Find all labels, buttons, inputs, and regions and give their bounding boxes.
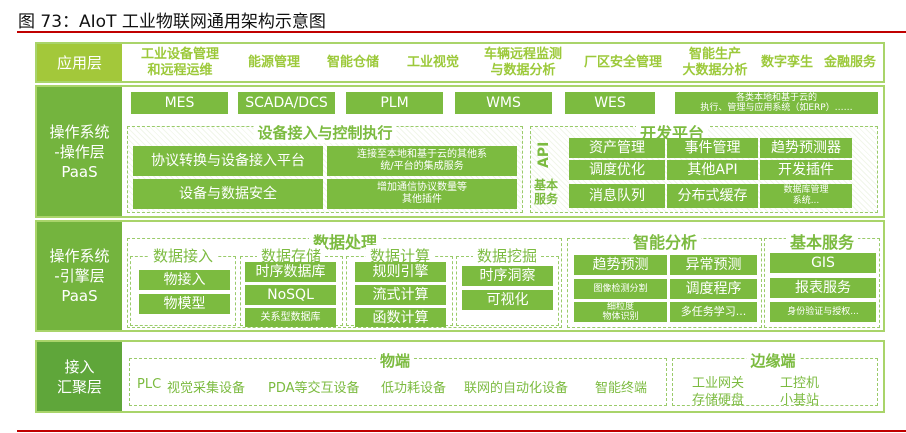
ai-box: 图像检测分割: [574, 279, 667, 299]
panel-heading: 边缘端: [746, 350, 800, 371]
thing-item: 视觉采集设备: [167, 381, 246, 396]
system-box: WMS: [455, 92, 552, 114]
api-box: 调度优化: [569, 160, 665, 180]
figure-title: 图 73：AIoT 工业物联网通用架构示意图: [18, 12, 326, 32]
group-heading: 数据挖掘: [472, 245, 542, 266]
data-box: 规则引擎: [355, 262, 446, 282]
ai-box: 调度程序: [670, 279, 757, 299]
edge-item: 工控机: [780, 376, 820, 391]
app-layer: 应用层 工业设备管理 和远程运维 能源管理 智能仓储 工业视觉 车辆远程监测 与…: [35, 42, 885, 83]
panel-heading: 智能分析: [628, 229, 702, 253]
system-box: 各类本地和基于云的 执行、管理与应用系统（如ERP）……: [675, 92, 878, 114]
group-heading: 数据接入: [148, 245, 218, 266]
api-box: 趋势预测器: [760, 138, 852, 158]
panel-heading: 设备接入与控制执行: [253, 122, 397, 143]
data-box: 时序数据库: [245, 262, 336, 282]
edge-item: 存储硬盘: [692, 393, 745, 408]
device-box: 连接至本地和基于云的其他系 统/平台的集成服务: [327, 146, 517, 176]
app-item: 数字孪生: [760, 54, 813, 70]
api-box: 资产管理: [569, 138, 665, 158]
system-box: SCADA/DCS: [238, 92, 335, 114]
data-box: 时序洞察: [462, 266, 553, 286]
data-box: 可视化: [462, 290, 553, 310]
ai-box: 细粒度 物体识别: [574, 302, 667, 322]
data-box: 物接入: [139, 270, 230, 290]
ai-box: 多任务学习...: [670, 302, 757, 322]
edge-item: 工业网关: [692, 376, 745, 391]
basic-service-label: 基本 服务: [534, 178, 559, 206]
panel-heading: 基本服务: [785, 229, 859, 253]
data-box: NoSQL: [245, 285, 336, 305]
edge-item: 小基站: [780, 393, 820, 408]
ai-box: 趋势预测: [574, 255, 667, 275]
ai-box: 异常预测: [670, 255, 757, 275]
thing-item: 联网的自动化设备: [464, 381, 569, 396]
basic-box: 报表服务: [770, 278, 876, 298]
thing-item: PDA等交互设备: [268, 381, 360, 396]
api-label: API: [536, 141, 552, 168]
panel-heading: 物端: [375, 350, 415, 371]
basic-box: GIS: [770, 253, 876, 273]
thing-item: PLC: [137, 377, 162, 392]
bottom-divider: [17, 430, 906, 432]
api-box: 事件管理: [667, 138, 758, 158]
data-box: 关系型数据库: [245, 308, 336, 327]
thing-item: 低功耗设备: [381, 381, 447, 396]
system-box: WES: [565, 92, 655, 114]
thing-item: 智能终端: [595, 381, 648, 396]
api-box: 其他API: [667, 160, 758, 180]
app-item: 金融服务: [823, 54, 876, 70]
group-heading: 数据计算: [365, 245, 435, 266]
system-box: MES: [131, 92, 228, 114]
app-item: 工业视觉: [406, 54, 459, 70]
app-item: 能源管理: [247, 54, 300, 70]
layer-label: 应用层: [37, 44, 122, 81]
app-item: 厂区安全管理: [583, 54, 662, 70]
top-divider: [17, 31, 906, 33]
layer-label: 操作系统 -引擎层 PaaS: [37, 222, 122, 330]
device-box: 协议转换与设备接入平台: [133, 146, 323, 176]
device-box: 设备与数据安全: [133, 179, 323, 209]
group-heading: 数据存储: [256, 245, 326, 266]
data-box: 函数计算: [355, 308, 446, 327]
app-item: 工业设备管理 和远程运维: [140, 46, 219, 78]
basic-box: 消息队列: [569, 184, 665, 208]
basic-box: 分布式缓存: [667, 184, 758, 208]
app-item: 智能仓储: [326, 54, 379, 70]
group-panel: [130, 256, 236, 326]
basic-box: 数据库管理 系统...: [760, 184, 852, 208]
layer-label: 操作系统 -操作层 PaaS: [37, 87, 122, 216]
basic-box: 身份验证与授权...: [770, 302, 876, 322]
layer-label: 接入 汇聚层: [37, 342, 122, 411]
device-box: 增加通信协议数量等 其他插件: [327, 179, 517, 209]
api-box: 开发插件: [760, 160, 852, 180]
app-item: 智能生产 大数据分析: [682, 46, 748, 78]
data-box: 流式计算: [355, 285, 446, 305]
app-item: 车辆远程监测 与数据分析: [483, 46, 562, 78]
system-box: PLM: [346, 92, 443, 114]
data-box: 物模型: [139, 294, 230, 314]
